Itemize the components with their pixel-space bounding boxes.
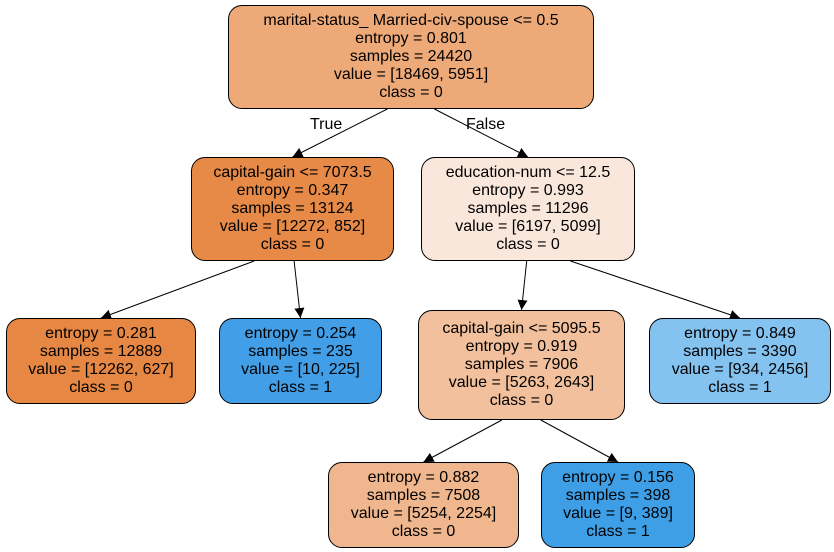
node-text-line: entropy = 0.254 — [244, 325, 357, 342]
node-text-line: samples = 7906 — [464, 356, 579, 373]
node-text-line: capital-gain <= 7073.5 — [213, 164, 372, 181]
edge-n0-n4 — [434, 108, 529, 158]
node-text-line: samples = 235 — [248, 343, 353, 360]
node-text-line: class = 0 — [260, 236, 325, 253]
node-text-line: samples = 398 — [565, 487, 671, 504]
edge-n4-n5 — [517, 260, 528, 311]
edge-label-true: True — [310, 116, 343, 133]
node-text-line: entropy = 0.993 — [472, 182, 584, 199]
node-text-line: class = 0 — [391, 523, 456, 540]
edge-n0-n1 — [292, 108, 388, 158]
node-text-line: value = [934, 2456] — [671, 361, 809, 378]
node-text-line: entropy = 0.882 — [367, 469, 480, 486]
edge-n5-n7 — [540, 419, 619, 463]
node-text-line: class = 1 — [586, 523, 650, 540]
node-text-line: class = 0 — [69, 379, 133, 396]
node-text-line: entropy = 0.801 — [355, 30, 467, 47]
node-text-line: marital-status_ Married-civ-spouse <= 0.… — [263, 12, 559, 29]
edge-n1-n3 — [293, 260, 305, 319]
node-text-line: value = [10, 225] — [241, 361, 360, 378]
node-text-line: class = 1 — [708, 379, 772, 396]
node-text-line: class = 0 — [379, 84, 443, 101]
node-text-line: samples = 3390 — [683, 343, 797, 360]
node-text-line: value = [12272, 852] — [219, 218, 366, 235]
edge-n1-n2 — [100, 260, 255, 320]
node-text-line: samples = 7508 — [366, 487, 481, 504]
node-text-line: value = [12262, 627] — [28, 361, 174, 378]
node-text-line: samples = 13124 — [231, 200, 354, 217]
node-text-line: education-num <= 12.5 — [445, 164, 611, 181]
node-text-line: value = [5254, 2254] — [350, 505, 497, 522]
node-text-line: class = 0 — [496, 236, 560, 253]
node-text-line: entropy = 0.281 — [45, 325, 157, 342]
node-text-line: class = 1 — [268, 379, 333, 396]
edge-label-false: False — [466, 116, 506, 133]
node-text-line: value = [5263, 2643] — [448, 374, 595, 391]
node-text-line: samples = 12889 — [39, 343, 163, 360]
node-text-line: value = [9, 389] — [563, 505, 673, 522]
node-text-line: samples = 24420 — [349, 48, 473, 65]
node-text-line: capital-gain <= 5095.5 — [442, 320, 601, 337]
node-text-line: samples = 11296 — [467, 200, 589, 217]
node-text-line: class = 0 — [489, 392, 554, 409]
node-text-line: value = [18469, 5951] — [333, 66, 489, 83]
node-text-line: entropy = 0.919 — [465, 338, 578, 355]
edge-n5-n6 — [423, 419, 503, 463]
tree-node-n0: marital-status_ Married-civ-spouse <= 0.… — [228, 5, 594, 109]
node-text-line: value = [6197, 5099] — [455, 218, 601, 235]
edge-n4-n8 — [570, 260, 741, 320]
node-text-line: entropy = 0.156 — [562, 469, 674, 486]
node-text-line: entropy = 0.849 — [684, 325, 796, 342]
node-text-line: entropy = 0.347 — [236, 182, 349, 199]
